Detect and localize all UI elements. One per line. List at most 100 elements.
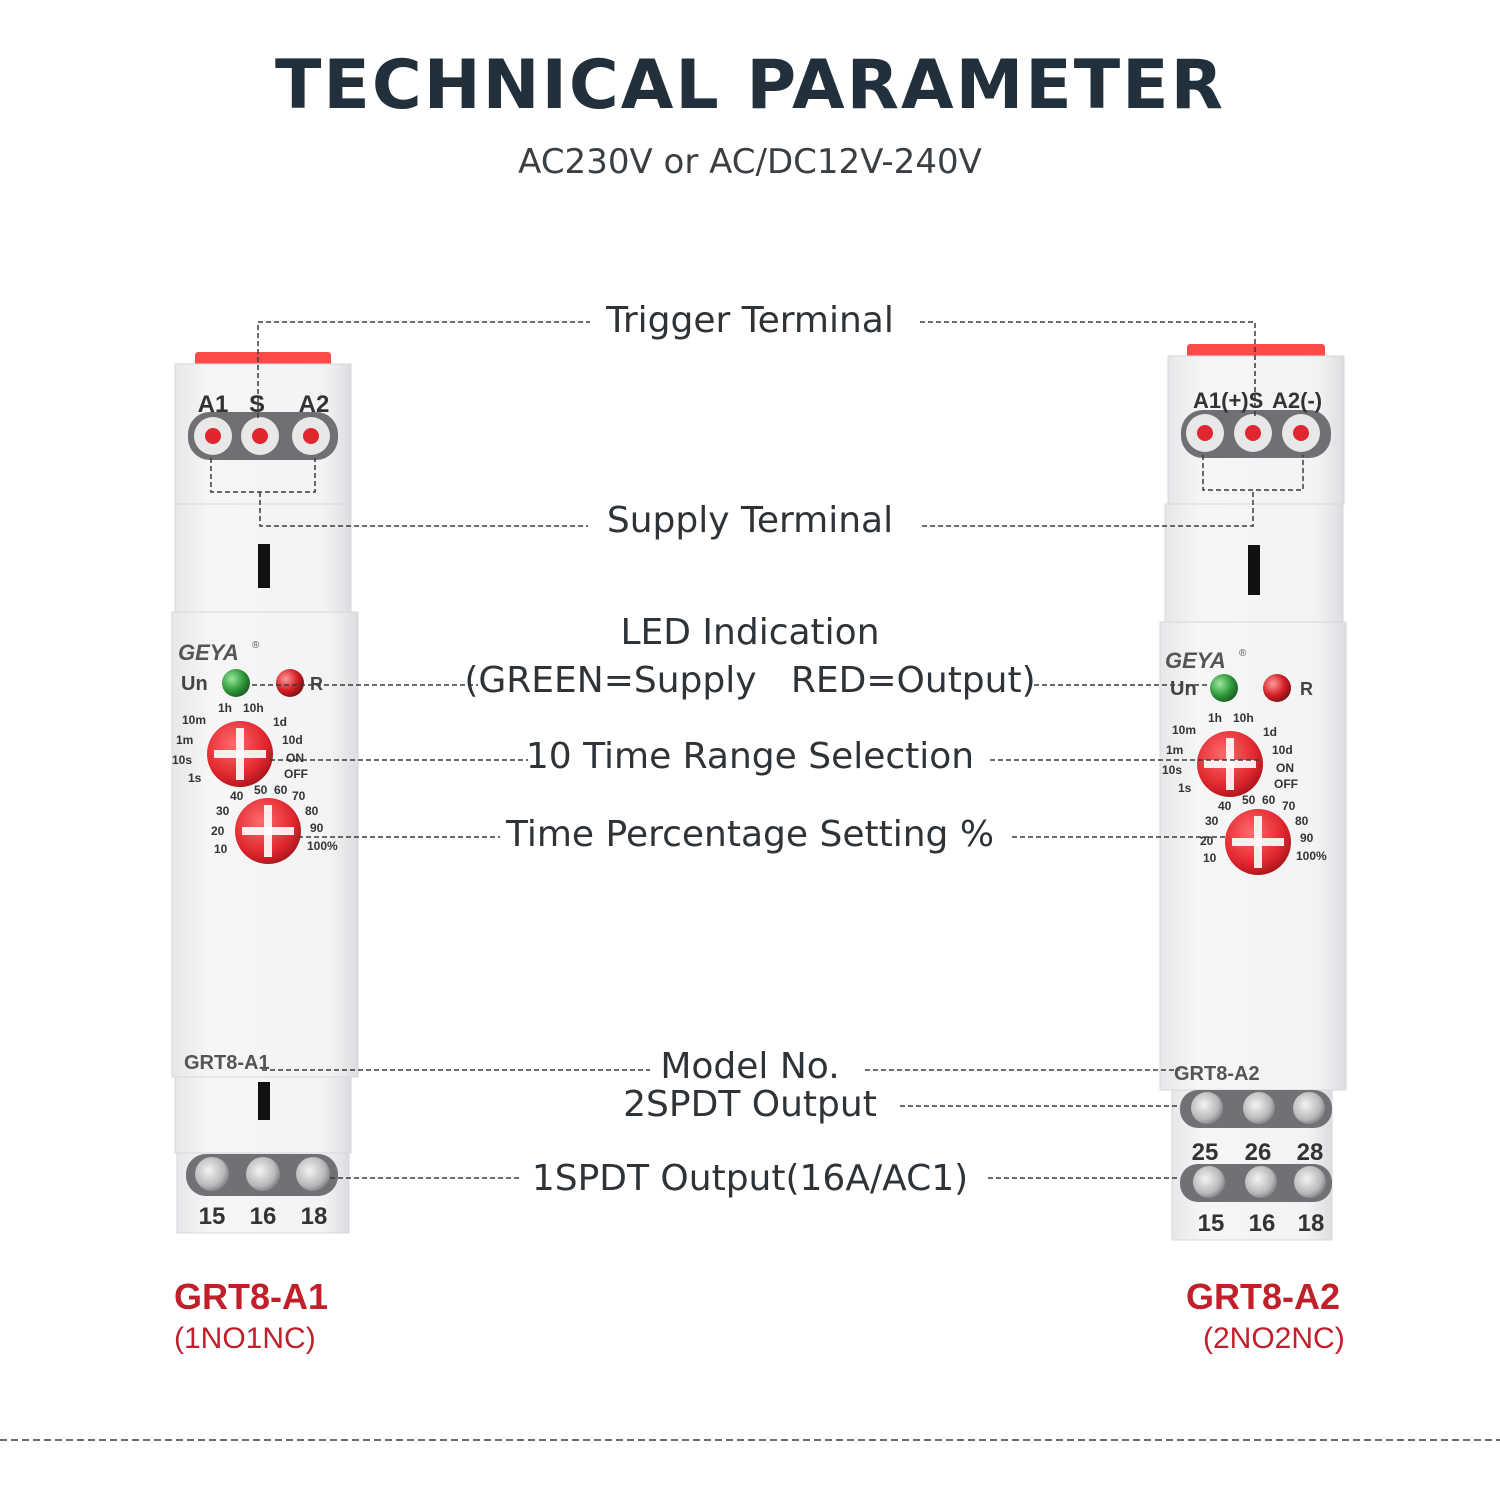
left-upper-slot	[258, 544, 270, 588]
left-percent-label: 40	[230, 789, 244, 803]
left-terminal-a2: A2	[299, 391, 330, 418]
left-percent-label: 10	[214, 842, 228, 856]
supply-bracket-left	[210, 458, 316, 493]
left-brand-mark: ®	[252, 640, 260, 651]
page-title: TECHNICAL PARAMETER	[275, 46, 1225, 125]
left-range-label: 10s	[172, 753, 192, 767]
right-caption-name: GRT8-A2	[1186, 1276, 1341, 1317]
callout-2spdt-output: 2SPDT Output	[623, 1084, 877, 1125]
supply-line-left	[259, 492, 588, 527]
left-caption-name: GRT8-A1	[174, 1276, 329, 1317]
right-percent-label: 60	[1262, 793, 1276, 807]
left-range-label: ON	[286, 751, 304, 765]
right-terminal-a2: A2(-)	[1272, 388, 1322, 413]
left-device	[171, 352, 359, 1234]
right-bottom-terminal-18: 18	[1298, 1210, 1325, 1237]
left-red-led	[276, 669, 304, 697]
right-range-label: 10h	[1233, 711, 1254, 725]
left-percent-label: 30	[216, 804, 230, 818]
right-mid-screws	[1191, 1092, 1325, 1124]
left-bottom-terminal-18: 18	[301, 1203, 328, 1230]
right-brand-mark: ®	[1239, 648, 1247, 659]
right-bottom-screws	[1193, 1166, 1326, 1198]
supply-bracket-right	[1202, 455, 1304, 491]
left-percent-label: 100%	[307, 839, 338, 853]
right-range-label: 10s	[1162, 763, 1182, 777]
left-range-label: 10m	[182, 713, 206, 727]
right-red-led	[1263, 674, 1291, 702]
callout-time-range: 10 Time Range Selection	[525, 736, 975, 777]
left-green-led	[222, 669, 250, 697]
right-mid-terminal-28: 28	[1297, 1139, 1324, 1166]
right-led-label-un: Un	[1170, 678, 1197, 700]
right-range-label: 10d	[1272, 743, 1293, 757]
right-upper-slot	[1248, 545, 1260, 595]
left-caption-contacts: (1NO1NC)	[174, 1322, 316, 1355]
right-percent-label: 40	[1218, 799, 1232, 813]
left-range-label: 1d	[273, 715, 287, 729]
right-bottom-terminal-15: 15	[1198, 1210, 1225, 1237]
right-mid-terminal-25: 25	[1192, 1139, 1219, 1166]
left-top-clip	[195, 352, 331, 366]
left-range-label: OFF	[284, 767, 308, 781]
right-percent-label: 90	[1300, 831, 1314, 845]
callout-1spdt-output: 1SPDT Output(16A/AC1)	[531, 1158, 969, 1199]
left-range-label: 10d	[282, 733, 303, 747]
left-range-label: 1s	[188, 771, 202, 785]
right-range-label: 1s	[1178, 781, 1192, 795]
right-range-label: 1h	[1208, 711, 1222, 725]
right-led-label-r: R	[1300, 679, 1313, 699]
left-bottom-screws	[195, 1157, 330, 1191]
right-device	[1159, 344, 1347, 1241]
right-range-label: OFF	[1274, 777, 1298, 791]
left-terminal-s: S	[249, 391, 265, 418]
left-range-label: 1h	[218, 701, 232, 715]
right-range-label: 10m	[1172, 723, 1196, 737]
callout-trigger-terminal: Trigger Terminal	[606, 300, 894, 341]
left-led-label-un: Un	[181, 673, 208, 695]
right-model-label: GRT8-A2	[1174, 1063, 1260, 1085]
callout-model-no: Model No.	[660, 1046, 840, 1087]
left-top-screws	[194, 417, 330, 455]
right-range-label: 1d	[1263, 725, 1277, 739]
right-green-led	[1210, 674, 1238, 702]
left-bottom-terminal-16: 16	[250, 1203, 277, 1230]
left-model-label: GRT8-A1	[184, 1052, 270, 1074]
left-percent-label: 50	[254, 783, 268, 797]
callout-time-percentage: Time Percentage Setting %	[505, 814, 995, 855]
leader-lines	[210, 321, 1304, 1179]
right-bottom-terminal-16: 16	[1249, 1210, 1276, 1237]
right-top-screws	[1186, 414, 1320, 452]
left-percent-label: 80	[305, 804, 319, 818]
left-led-label-r: R	[310, 674, 323, 694]
left-lower-slot	[258, 1082, 270, 1120]
supply-line-right	[922, 490, 1254, 527]
right-top-clip	[1187, 344, 1325, 358]
left-percent-label: 70	[292, 789, 306, 803]
right-brand-logo: GEYA	[1165, 648, 1226, 673]
right-caption-contacts: (2NO2NC)	[1203, 1322, 1345, 1355]
left-terminal-a1: A1	[198, 391, 229, 418]
right-mid-terminal-26: 26	[1245, 1139, 1272, 1166]
left-range-label: 10h	[243, 701, 264, 715]
trigger-line-left	[257, 321, 590, 418]
right-percent-label: 100%	[1296, 849, 1327, 863]
callout-led-colors: (GREEN=Supply RED=Output)	[464, 660, 1036, 701]
callout-supply-terminal: Supply Terminal	[606, 500, 894, 541]
right-range-label: ON	[1276, 761, 1294, 775]
callout-led-indication: LED Indication	[620, 612, 880, 653]
page-subtitle: AC230V or AC/DC12V-240V	[518, 142, 982, 182]
right-terminal-a1s: A1(+)S	[1193, 388, 1263, 413]
right-range-label: 1m	[1166, 743, 1183, 757]
right-percent-label: 70	[1282, 799, 1296, 813]
left-percent-label: 90	[310, 821, 324, 835]
right-percent-label: 50	[1242, 793, 1256, 807]
left-percent-label: 60	[274, 783, 288, 797]
left-range-label: 1m	[176, 733, 193, 747]
right-percent-label: 10	[1203, 851, 1217, 865]
left-brand-logo: GEYA	[178, 640, 239, 665]
left-bottom-terminal-15: 15	[199, 1203, 226, 1230]
right-percent-label: 30	[1205, 814, 1219, 828]
right-percent-label: 80	[1295, 814, 1309, 828]
